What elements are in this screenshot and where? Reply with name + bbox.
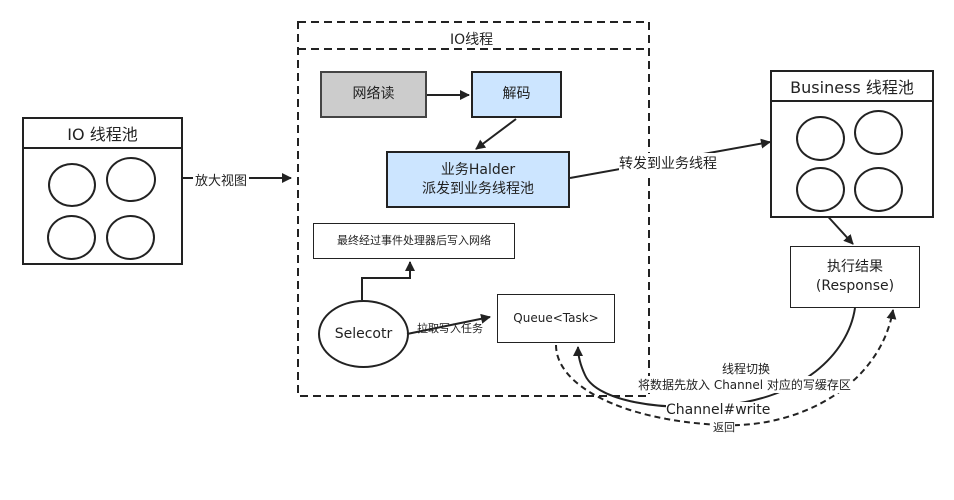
- decode-node: 解码: [471, 71, 562, 118]
- forward-business-label: 转发到业务线程: [619, 153, 717, 173]
- pull-write-task-label: 拉取写入任务: [417, 322, 483, 335]
- business-pool-title: Business 线程池: [772, 72, 932, 102]
- return-curve: [555, 309, 897, 427]
- business-handler-line2: 派发到业务线程池: [422, 180, 534, 197]
- selector-node: Selecotr: [318, 300, 409, 368]
- decode-to-handler-arrow: [475, 118, 517, 150]
- io-pool-thread-1: [48, 163, 96, 207]
- selector-to-write-arrow: [361, 261, 415, 300]
- zoom-view-label: 放大视图: [193, 170, 250, 189]
- business-handler-line1: 业务Halder: [440, 161, 516, 178]
- thread-switch-label: 线程切换: [722, 362, 771, 376]
- io-thread-title: IO线程: [450, 32, 494, 48]
- business-pool: Business 线程池: [770, 70, 934, 218]
- queue-node: Queue<Task>: [497, 294, 615, 343]
- io-pool-thread-3: [47, 215, 96, 260]
- pull-task-arrow: [406, 313, 491, 335]
- io-pool-thread-4: [106, 215, 155, 260]
- business-pool-thread-3: [796, 167, 845, 212]
- put-buffer-label: 将数据先放入 Channel 对应的写缓存区: [638, 376, 851, 393]
- business-pool-thread-4: [854, 167, 903, 212]
- channel-write-label: Channel#write: [666, 402, 771, 418]
- result-node: 执行结果 (Response): [790, 246, 920, 308]
- io-pool-title: IO 线程池: [24, 119, 181, 149]
- business-handler-node: 业务Halder 派发到业务线程池: [386, 151, 570, 208]
- business-pool-thread-1: [796, 116, 845, 161]
- network-read-node: 网络读: [320, 71, 427, 118]
- return-label: 返回: [713, 419, 735, 435]
- io-pool: IO 线程池: [22, 117, 183, 265]
- io-pool-thread-2: [106, 157, 156, 202]
- final-write-node: 最终经过事件处理器后写入网络: [313, 223, 515, 259]
- io-thread-container: [297, 21, 650, 397]
- business-pool-thread-2: [854, 110, 903, 155]
- result-line2: (Response): [815, 278, 895, 294]
- result-line1: 执行结果: [827, 259, 883, 276]
